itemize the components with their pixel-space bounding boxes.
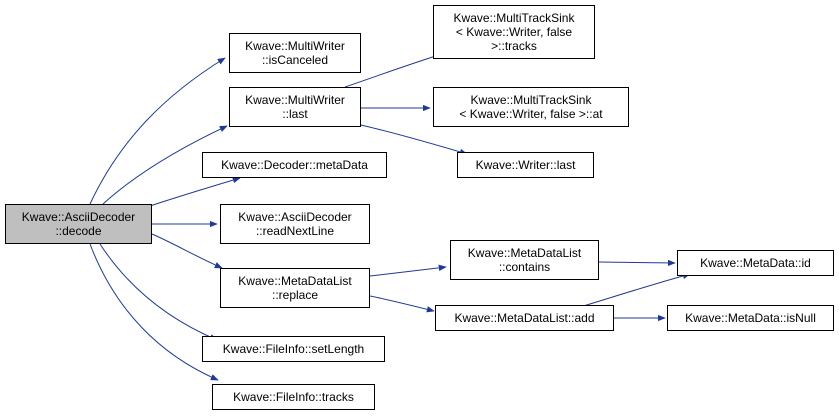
node-multiwriter-last-line-1: Kwave::MultiWriter — [245, 93, 345, 107]
edge-multiwriter-last-to-writer-last — [360, 124, 468, 156]
node-writer-last-label: Kwave::Writer::last — [475, 158, 576, 172]
node-fileinfo-tracks-label: Kwave::FileInfo::tracks — [233, 390, 354, 404]
edge-decode-to-fileinfo-setlength — [99, 243, 218, 341]
node-asciidecoder-decode-line-1: Kwave::AsciiDecoder — [21, 210, 136, 224]
edge-decode-to-multiwriter-last — [102, 125, 228, 205]
edge-contains-to-metadata-id — [598, 259, 676, 267]
node-fileinfo-tracks[interactable]: Kwave::FileInfo::tracks — [212, 384, 375, 410]
node-asciidecoder-readnextline[interactable]: Kwave::AsciiDecoder ::readNextLine — [220, 204, 370, 244]
node-asciidecoder-decode: Kwave::AsciiDecoder ::decode — [5, 204, 152, 244]
node-metadata-isnull-label: Kwave::MetaData::isNull — [685, 311, 816, 325]
node-writer-last[interactable]: Kwave::Writer::last — [457, 152, 594, 178]
node-multitracksink-tracks-line-3: >::tracks — [491, 39, 537, 53]
node-metadatalist-replace[interactable]: Kwave::MetaDataList ::replace — [220, 268, 370, 308]
node-multiwriter-iscanceled-line-2: ::isCanceled — [261, 53, 329, 67]
node-multitracksink-at-line-2: < Kwave::Writer, false >::at — [459, 107, 603, 121]
node-multitracksink-tracks[interactable]: Kwave::MultiTrackSink < Kwave::Writer, f… — [433, 5, 595, 59]
node-fileinfo-setlength-label: Kwave::FileInfo::setLength — [222, 342, 365, 356]
node-decoder-metadata[interactable]: Kwave::Decoder::metaData — [202, 152, 387, 178]
node-multiwriter-iscanceled-line-1: Kwave::MultiWriter — [245, 39, 345, 53]
node-metadata-isnull[interactable]: Kwave::MetaData::isNull — [667, 305, 834, 331]
node-metadatalist-add-label: Kwave::MetaDataList::add — [454, 311, 595, 325]
node-metadata-id-label: Kwave::MetaData::id — [700, 256, 811, 270]
node-asciidecoder-decode-line-2: ::decode — [55, 224, 102, 238]
node-fileinfo-setlength[interactable]: Kwave::FileInfo::setLength — [202, 336, 385, 362]
edge-replace-to-add — [369, 295, 435, 313]
edge-decode-to-iscanceled — [89, 57, 226, 205]
node-metadatalist-add[interactable]: Kwave::MetaDataList::add — [435, 305, 614, 331]
node-asciidecoder-readnextline-line-1: Kwave::AsciiDecoder — [238, 210, 352, 224]
node-metadatalist-contains-line-1: Kwave::MetaDataList — [467, 246, 582, 260]
node-multiwriter-iscanceled[interactable]: Kwave::MultiWriter ::isCanceled — [229, 33, 361, 73]
node-multitracksink-at[interactable]: Kwave::MultiTrackSink < Kwave::Writer, f… — [433, 87, 629, 127]
node-metadatalist-replace-line-2: ::replace — [271, 288, 319, 302]
node-asciidecoder-readnextline-line-2: ::readNextLine — [255, 224, 335, 238]
node-multitracksink-tracks-line-1: Kwave::MultiTrackSink — [453, 11, 575, 25]
edge-multiwriter-last-to-multitracksink-tracks — [344, 53, 443, 88]
edge-decode-to-decoder-metadata — [149, 177, 241, 207]
edge-decode-to-metadatalist-replace — [151, 233, 223, 269]
node-metadatalist-contains[interactable]: Kwave::MetaDataList ::contains — [450, 240, 599, 280]
node-multiwriter-last-line-2: ::last — [282, 107, 308, 121]
edge-decode-to-fileinfo-tracks — [89, 243, 219, 381]
edge-add-to-metadata-id — [579, 272, 691, 308]
node-multitracksink-at-line-1: Kwave::MultiTrackSink — [470, 93, 592, 107]
node-decoder-metadata-label: Kwave::Decoder::metaData — [221, 158, 368, 172]
node-metadatalist-replace-line-1: Kwave::MetaDataList — [238, 274, 352, 288]
node-metadatalist-contains-line-2: ::contains — [498, 260, 551, 274]
node-multitracksink-tracks-line-2: < Kwave::Writer, false — [455, 25, 573, 39]
node-metadata-id[interactable]: Kwave::MetaData::id — [677, 250, 834, 276]
edge-replace-to-contains — [369, 264, 447, 277]
node-multiwriter-last[interactable]: Kwave::MultiWriter ::last — [229, 87, 361, 127]
